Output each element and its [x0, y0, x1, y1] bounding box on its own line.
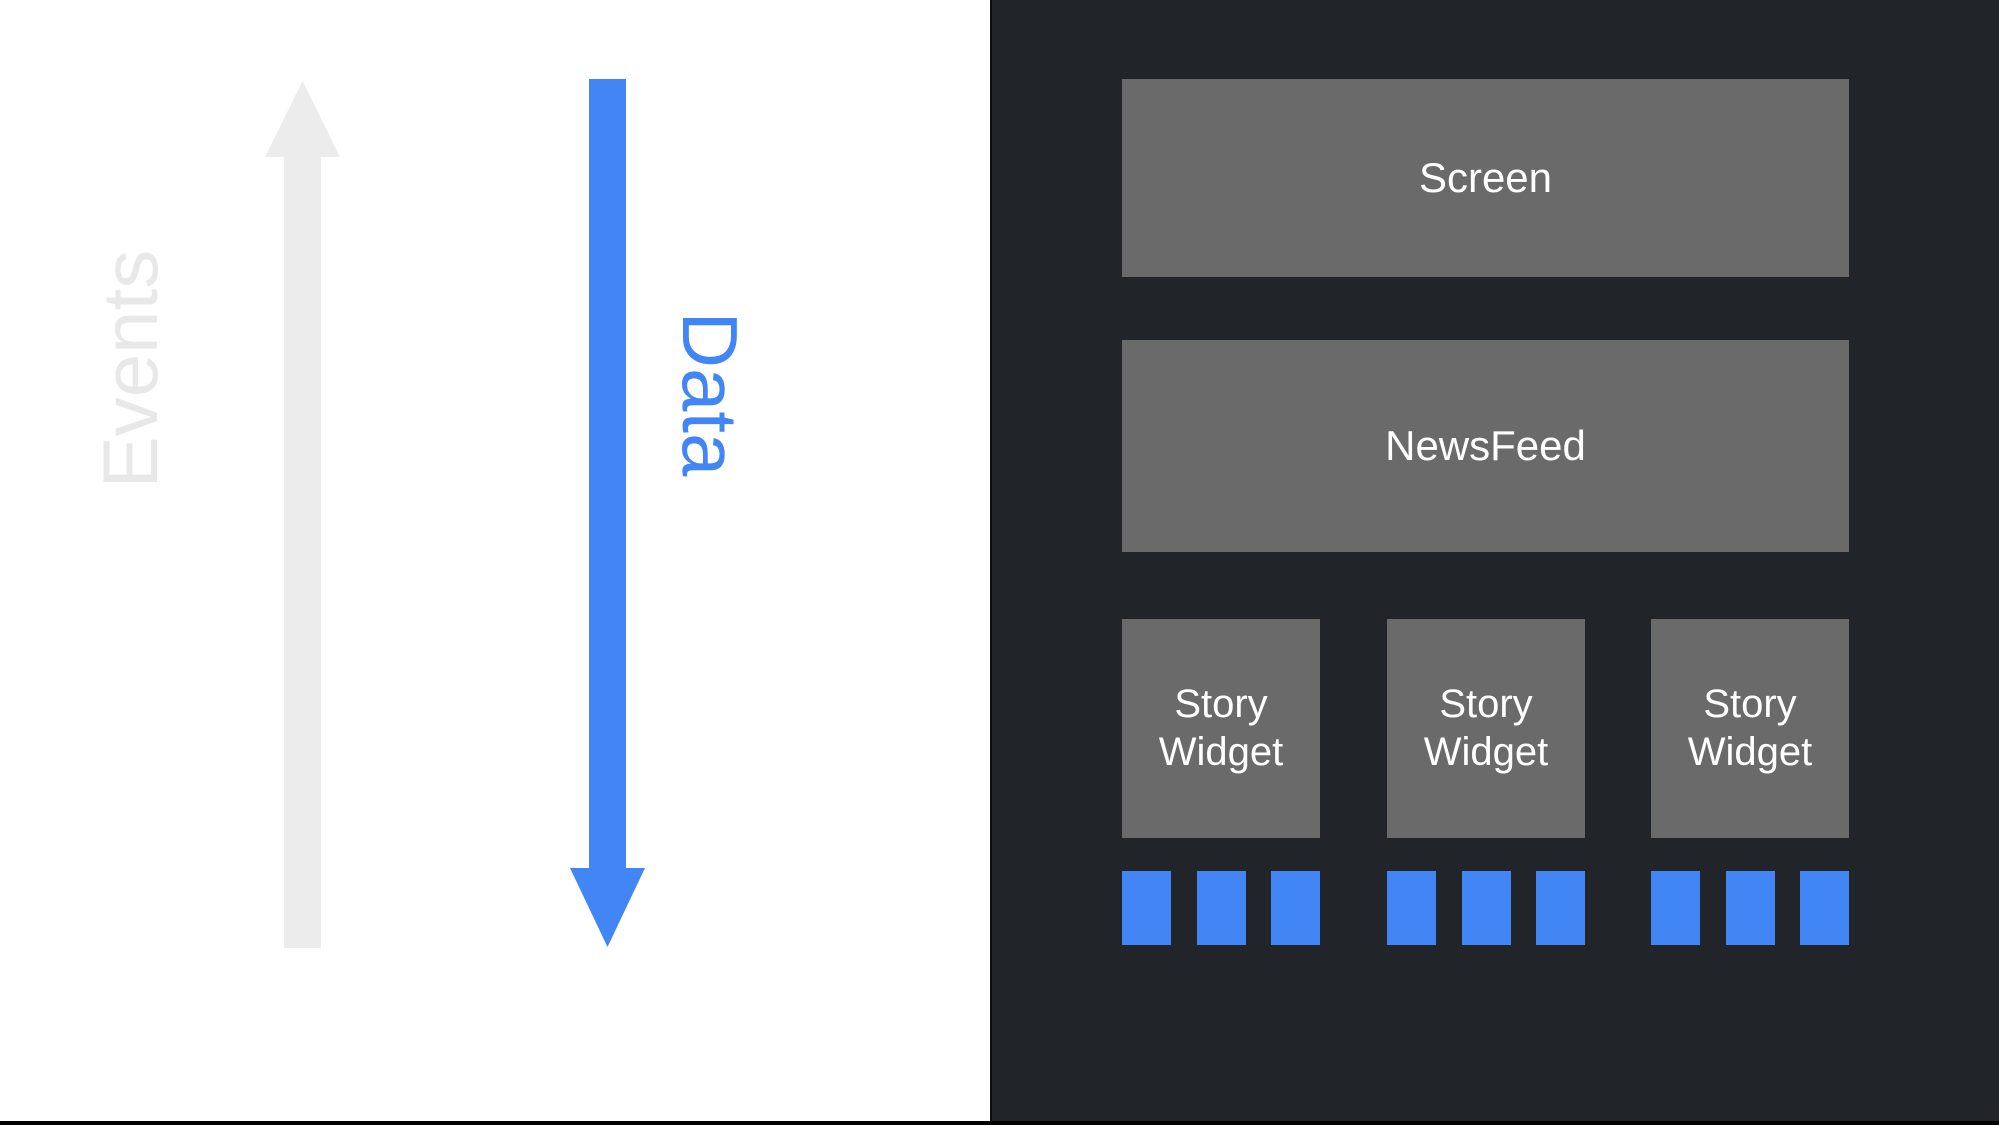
- component-box-screen[interactable]: Screen: [1122, 79, 1849, 277]
- leaf-tile-group-2: [1387, 871, 1585, 945]
- leaf-tile[interactable]: [1800, 871, 1849, 945]
- events-flow-label: Events: [86, 249, 174, 489]
- story-widget-3-label-line1: Story: [1703, 682, 1797, 727]
- story-widget-2-label-line1: Story: [1439, 682, 1533, 727]
- component-box-newsfeed[interactable]: NewsFeed: [1122, 340, 1849, 552]
- leaf-tile-group-1: [1122, 871, 1320, 945]
- leaf-tile[interactable]: [1461, 871, 1511, 945]
- data-flow-label: Data: [666, 311, 754, 477]
- leaf-tile[interactable]: [1651, 871, 1700, 945]
- component-box-screen-label: Screen: [1418, 154, 1553, 202]
- events-arrow-up-icon: [265, 81, 340, 948]
- story-widget-1-label-line1: Story: [1174, 682, 1268, 727]
- data-arrow-down-icon: [570, 79, 645, 947]
- leaf-tile-group-3: [1651, 871, 1849, 945]
- leaf-tile[interactable]: [1196, 871, 1246, 945]
- leaf-tile[interactable]: [1387, 871, 1436, 945]
- story-widget-3-label-line2: Widget: [1687, 729, 1813, 774]
- leaf-tile[interactable]: [1536, 871, 1585, 945]
- leaf-tile[interactable]: [1271, 871, 1320, 945]
- flow-legend-panel: Events Data: [0, 0, 990, 1121]
- story-widget-2-label-line2: Widget: [1423, 729, 1549, 774]
- component-box-newsfeed-label: NewsFeed: [1385, 422, 1586, 470]
- leaf-tile[interactable]: [1725, 871, 1775, 945]
- story-widget-1-label-line2: Widget: [1158, 729, 1284, 774]
- leaf-tile[interactable]: [1122, 871, 1171, 945]
